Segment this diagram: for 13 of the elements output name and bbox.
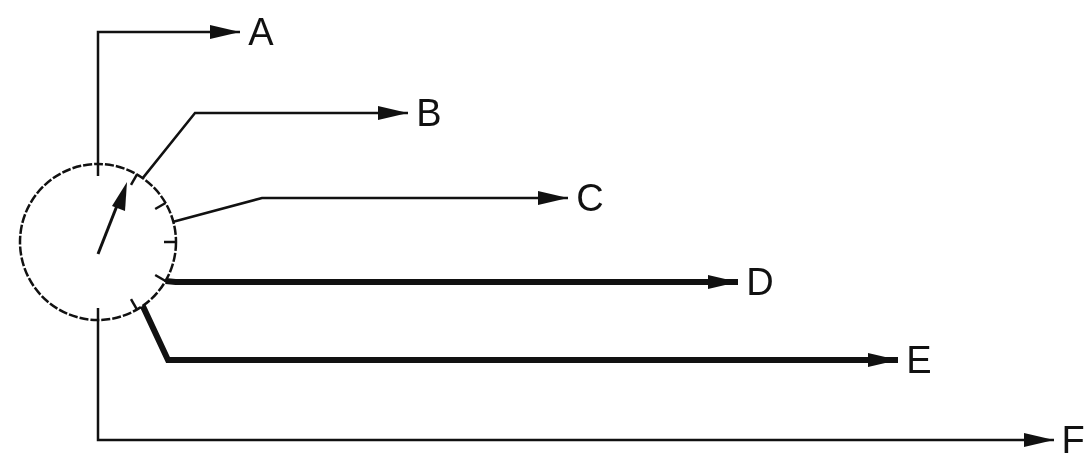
letter-label: D: [744, 262, 776, 302]
arrow: [140, 304, 898, 367]
letter-label: B: [414, 93, 444, 133]
arrow: [96, 320, 1054, 447]
arrow: [173, 191, 568, 223]
arrow: [165, 275, 738, 289]
arrow: [96, 25, 240, 164]
letter-label: E: [904, 340, 934, 380]
dial-drawing: [17, 161, 179, 323]
letter-label: F: [1060, 420, 1086, 460]
arrow: [141, 106, 408, 179]
letter-label: A: [246, 12, 276, 52]
letter-label: C: [574, 178, 606, 218]
